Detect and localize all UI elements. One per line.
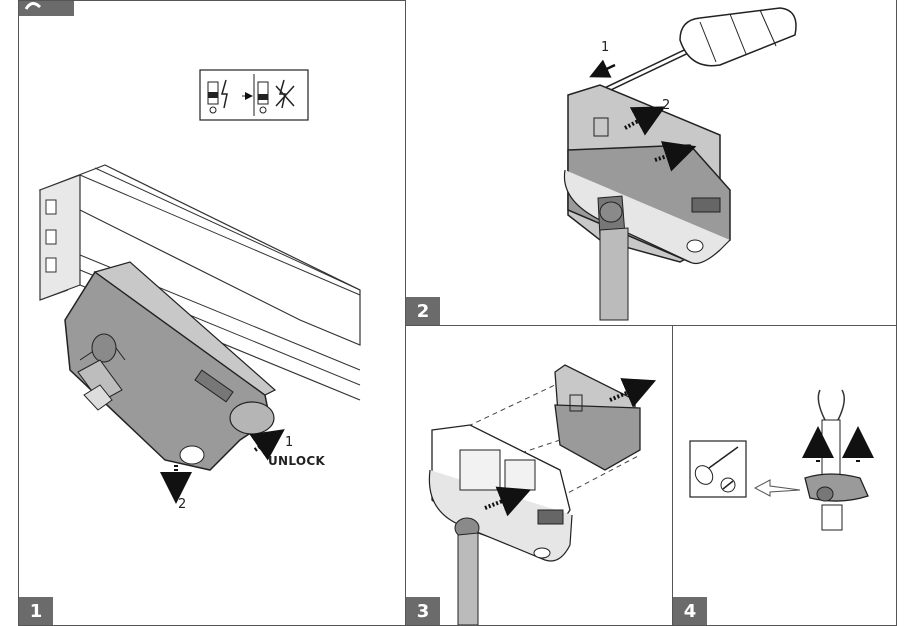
power-off-icon — [199, 69, 309, 121]
adapter-open — [428, 424, 573, 625]
panel-2-step-1-label: 1 — [601, 40, 610, 55]
panel-1-step-2-label: 2 — [178, 497, 187, 512]
adapter-housing — [64, 261, 277, 471]
screwdriver-icon — [689, 440, 747, 498]
panel-1-number: 1 — [19, 597, 53, 625]
panel-2-step-2-label: 2 — [662, 98, 671, 113]
adapter-panel-2 — [563, 84, 731, 321]
panel-3-number: 3 — [406, 597, 440, 625]
screw-head-icon — [720, 477, 736, 493]
arrow-icon — [753, 479, 801, 497]
screwdriver — [593, 7, 797, 98]
cover-removed — [554, 364, 641, 471]
panel-1-unlock-label: UNLOCK — [268, 454, 326, 468]
panel-4-number: 4 — [673, 597, 707, 625]
panel-1-step-1-label: 1 — [285, 435, 294, 450]
panel-2-number: 2 — [406, 297, 440, 325]
